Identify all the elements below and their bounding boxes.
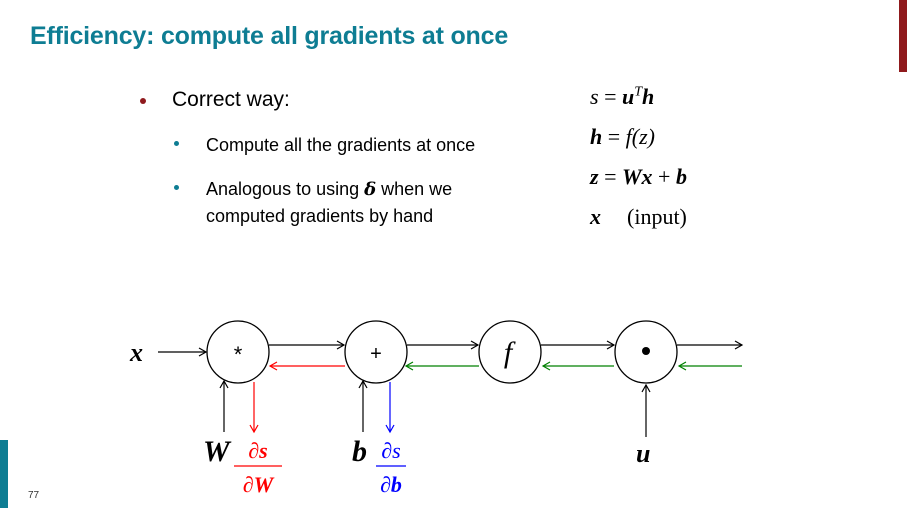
- eq-h: h: [642, 84, 655, 109]
- fraction-denominator: ∂W: [243, 472, 275, 497]
- bullet-text: Correct way:: [172, 88, 290, 111]
- node-dot-symbol: [642, 347, 650, 355]
- input-label-x: x: [129, 338, 143, 367]
- equation-h: h = f(z): [590, 124, 655, 150]
- node-circle: [344, 320, 408, 384]
- node-symbol: +: [370, 343, 382, 365]
- node-circle: [206, 320, 270, 384]
- eq-lhs: s: [590, 84, 599, 109]
- eq-transpose: T: [634, 84, 643, 100]
- node-dot: [614, 320, 678, 384]
- slide-number: 77: [28, 490, 40, 501]
- bullet-text-part: Analogous to using: [206, 179, 365, 199]
- bullet-text-line2: computed gradients by hand: [206, 206, 434, 226]
- bullet-text: Compute all the gradients at once: [206, 135, 476, 155]
- eq-b: b: [675, 164, 687, 189]
- equation-z: z = Wx + b: [590, 164, 687, 190]
- fraction-denominator: ∂b: [380, 472, 402, 497]
- eq-W: W: [621, 164, 642, 189]
- label-b: b: [352, 435, 367, 468]
- eq-x: x: [641, 164, 653, 189]
- eq-sign: =: [598, 84, 622, 109]
- bullet-dot: [174, 141, 179, 146]
- grad-fraction-db: ∂s ∂b: [376, 438, 406, 497]
- bullet-dot: [174, 185, 179, 190]
- equation-s: s = uTh: [590, 84, 654, 110]
- node-f: f: [478, 320, 542, 384]
- eq-sign: =: [598, 164, 622, 189]
- accent-bar-left: [0, 440, 8, 508]
- node-add: +: [344, 320, 408, 384]
- equation-x: x (input): [590, 204, 687, 230]
- eq-lhs: z: [590, 164, 599, 189]
- eq-lhs: x: [590, 204, 601, 229]
- grad-fraction-dW: ∂s ∂W: [234, 438, 282, 497]
- fraction-numerator: ∂s: [381, 438, 400, 463]
- slide-title: Efficiency: compute all gradients at onc…: [30, 22, 509, 50]
- bullet-text-part: when we: [376, 179, 453, 199]
- bullet-dot: [140, 98, 146, 104]
- bullet-text: Analogous to using δ when we computed gra…: [206, 176, 452, 229]
- fraction-numerator: ∂s: [248, 438, 267, 463]
- label-W: W: [203, 435, 232, 468]
- node-symbol: *: [234, 342, 243, 367]
- node-mul: *: [206, 320, 270, 384]
- eq-lhs: h: [590, 124, 603, 149]
- eq-sign: =: [602, 124, 626, 149]
- accent-bar-right: [899, 0, 907, 72]
- node-circle: [478, 320, 542, 384]
- eq-rhs: f(z): [625, 124, 655, 149]
- label-u: u: [636, 439, 650, 468]
- eq-note: (input): [627, 204, 687, 229]
- eq-u: u: [621, 84, 635, 109]
- delta-symbol: δ: [364, 179, 377, 200]
- eq-plus: +: [652, 164, 676, 189]
